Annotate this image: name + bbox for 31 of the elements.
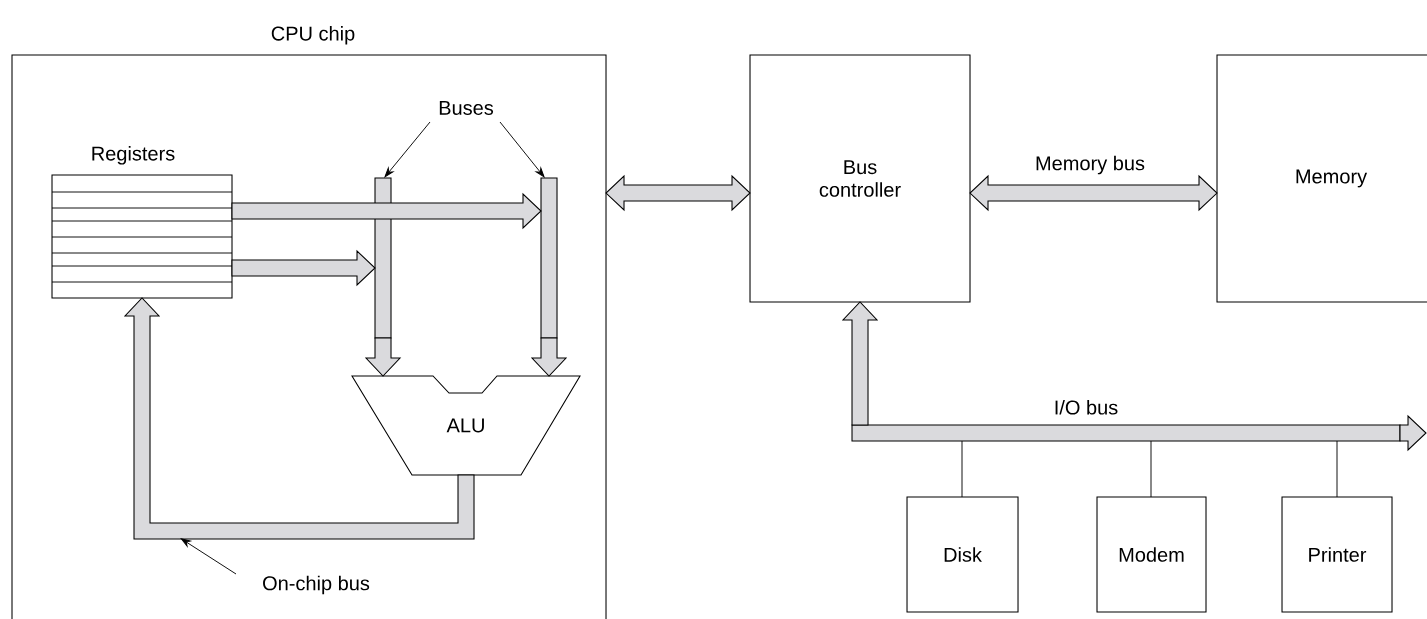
bus-arrow bbox=[605, 174, 751, 212]
component-box: Disk bbox=[906, 496, 1019, 613]
node-label: CPU chip bbox=[271, 25, 355, 45]
bus-arrow bbox=[364, 337, 402, 377]
bus-bar bbox=[540, 177, 558, 339]
leader-line bbox=[384, 121, 431, 178]
node-label: I/O bus bbox=[1055, 399, 1118, 415]
alu-trapezoid: ALU bbox=[351, 375, 581, 476]
bus-bar: I/O bus bbox=[851, 399, 1401, 442]
component-box: Modem bbox=[1096, 496, 1207, 613]
bus-arrow bbox=[841, 301, 879, 426]
connector-line bbox=[961, 440, 963, 498]
connector-line bbox=[1336, 440, 1338, 498]
connector-line bbox=[1150, 440, 1152, 498]
bus-arrow bbox=[969, 174, 1218, 212]
bus-arrow bbox=[231, 249, 376, 287]
bus-bar bbox=[374, 177, 392, 339]
component-box: Bus controller bbox=[749, 54, 971, 303]
node-label: Registers bbox=[92, 145, 175, 165]
edge-label: Memory bus bbox=[1033, 154, 1147, 176]
callout-text: Buses bbox=[439, 101, 494, 115]
leader-line bbox=[180, 538, 237, 575]
bus-arrow bbox=[123, 297, 475, 540]
callout-text: On-chip bus bbox=[263, 575, 370, 595]
bus-arrow bbox=[530, 337, 568, 377]
component-box: Memory bbox=[1216, 54, 1427, 303]
register-file: Registers bbox=[51, 145, 233, 299]
leader-line bbox=[499, 121, 545, 178]
component-box: Printer bbox=[1281, 496, 1393, 613]
bus-arrow bbox=[1399, 414, 1427, 452]
bus-arrow bbox=[231, 192, 542, 230]
